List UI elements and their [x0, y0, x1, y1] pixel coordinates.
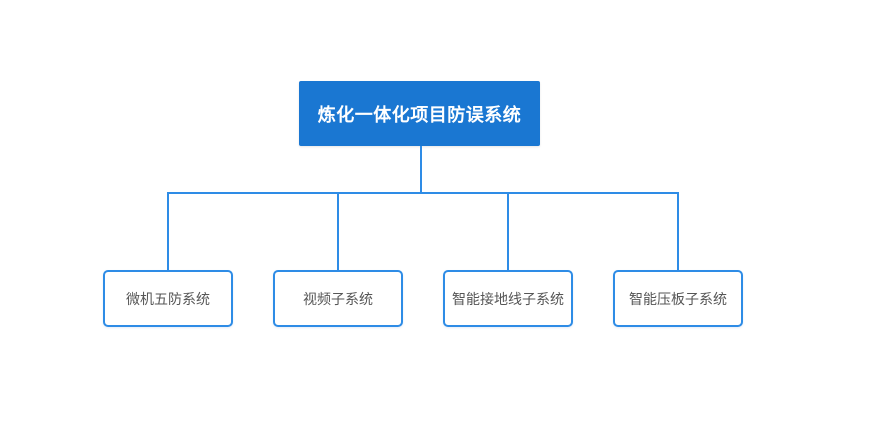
child-node-pressure-plate[interactable]: 智能压板子系统 [613, 270, 743, 327]
connector-root-stem [420, 146, 422, 194]
connector-stem-child-3 [507, 192, 509, 270]
child-node-label: 视频子系统 [303, 290, 373, 307]
connector-stem-child-4 [677, 192, 679, 270]
root-node-label: 炼化一体化项目防误系统 [317, 104, 522, 125]
child-node-label: 智能接地线子系统 [452, 290, 564, 307]
child-node-label: 智能压板子系统 [629, 290, 727, 307]
connector-horizontal-bus [167, 192, 679, 194]
child-node-label: 微机五防系统 [126, 290, 210, 307]
child-node-video[interactable]: 视频子系统 [273, 270, 403, 327]
connector-stem-child-2 [337, 192, 339, 270]
child-node-grounding-wire[interactable]: 智能接地线子系统 [443, 270, 573, 327]
root-node[interactable]: 炼化一体化项目防误系统 [299, 81, 540, 146]
connector-stem-child-1 [167, 192, 169, 270]
child-node-wujifang[interactable]: 微机五防系统 [103, 270, 233, 327]
